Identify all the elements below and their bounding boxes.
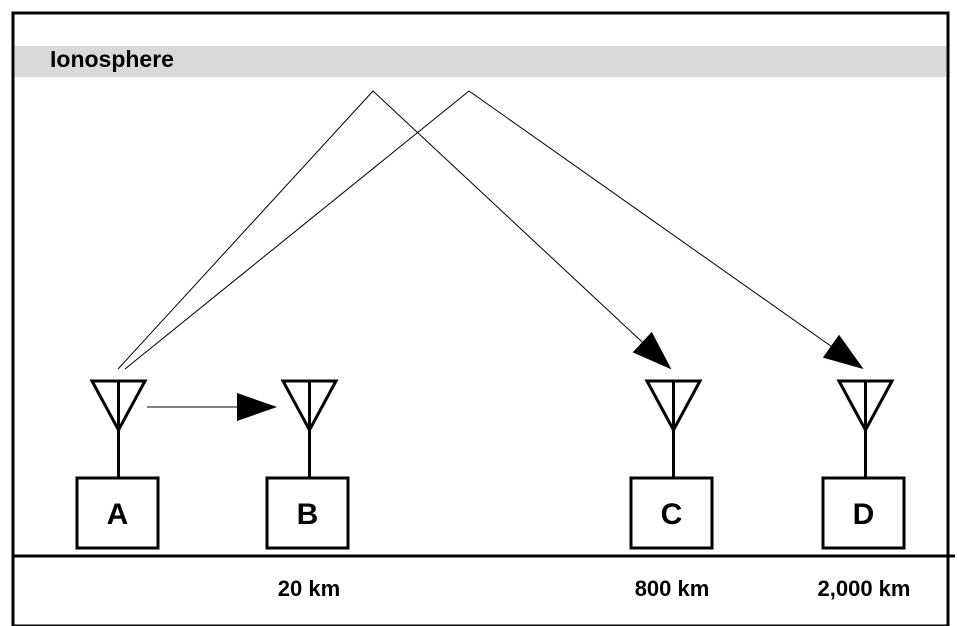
skywave-ray-to-c	[117, 90, 672, 370]
distance-label: 2,000 km	[818, 576, 911, 601]
station-box	[75, 476, 160, 550]
ionosphere-label: Ionosphere	[50, 46, 174, 72]
station-box	[821, 476, 906, 550]
station-a: A	[75, 379, 160, 550]
distance-label: 800 km	[635, 576, 710, 601]
station-box	[629, 476, 714, 550]
station-letter: A	[107, 498, 129, 531]
station-d: D 2,000 km	[818, 379, 911, 601]
station-letter: B	[297, 498, 319, 531]
antenna-icon	[89, 379, 148, 478]
station-letter: D	[853, 498, 875, 531]
antenna-icon	[280, 379, 339, 478]
station-b: B 20 km	[265, 379, 350, 601]
station-letter: C	[661, 498, 683, 531]
station-c: C 800 km	[629, 379, 714, 601]
ionosphere-band	[15, 46, 946, 77]
antenna-icon	[836, 379, 895, 478]
antenna-icon	[644, 379, 703, 478]
distance-label: 20 km	[278, 576, 340, 601]
diagram-frame	[11, 11, 950, 626]
station-box	[265, 476, 350, 550]
skywave-ray-to-d	[124, 90, 864, 370]
